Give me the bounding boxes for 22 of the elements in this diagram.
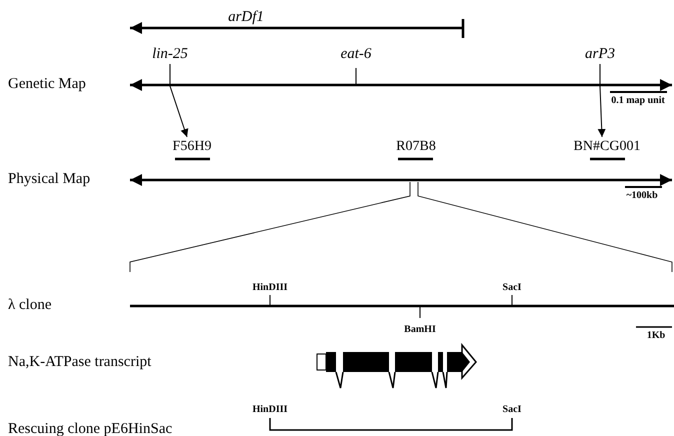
clone-label: BN#CG001 bbox=[574, 140, 640, 154]
row-label: Genetic Map bbox=[8, 77, 86, 92]
clone-label: R07B8 bbox=[396, 140, 436, 154]
scale-label: 1Kb bbox=[646, 331, 666, 341]
gene-label: eat-6 bbox=[340, 47, 372, 62]
arrow bbox=[598, 64, 606, 138]
row-label: λ clone bbox=[8, 298, 52, 313]
row-label: Rescuing clone pE6HinSac bbox=[8, 422, 172, 436]
scale-label: 0.1 map unit bbox=[611, 96, 665, 106]
restriction-site-label: SacI bbox=[502, 405, 522, 415]
clone-label: F56H9 bbox=[172, 140, 212, 154]
row-label: Physical Map bbox=[8, 172, 90, 187]
restriction-site-label: SacI bbox=[502, 283, 522, 293]
row-label: Na,K-ATPase transcript bbox=[8, 355, 152, 370]
scale-label: ~100kb bbox=[626, 191, 658, 201]
restriction-site-label: HinDIII bbox=[252, 405, 288, 415]
restriction-site-label: HinDIII bbox=[252, 283, 288, 293]
restriction-site-label: BamHI bbox=[404, 325, 436, 335]
gene-label: lin-25 bbox=[152, 47, 188, 62]
marker-label: arP3 bbox=[585, 47, 615, 62]
arrow bbox=[170, 64, 188, 138]
deletion-label: arDf1 bbox=[228, 10, 264, 25]
